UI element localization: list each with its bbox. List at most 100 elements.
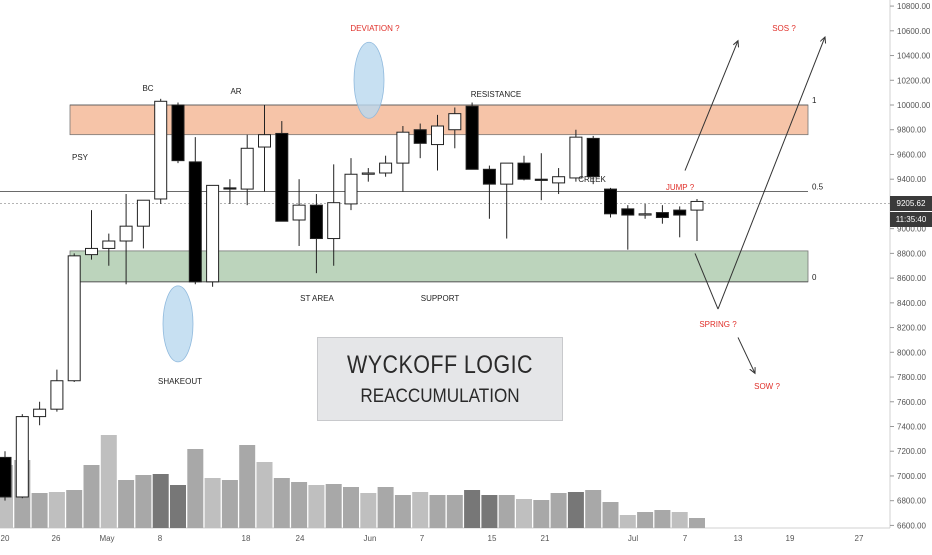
candle-body <box>223 187 237 190</box>
candle-body <box>413 129 427 144</box>
x-tick-label: 21 <box>541 534 550 543</box>
y-tick-label: 8200.00 <box>897 324 926 333</box>
volume-bar <box>118 480 135 528</box>
annotation-label: JUMP ? <box>666 183 695 192</box>
volume-bar <box>429 495 446 528</box>
volume-bar <box>516 499 532 528</box>
volume-bar <box>48 492 65 528</box>
spring-down-line <box>694 253 719 310</box>
volume-bar <box>671 512 688 528</box>
x-tick-label: 8 <box>158 534 163 543</box>
volume-bar <box>273 478 290 528</box>
candle-body <box>552 176 566 184</box>
candle-body <box>188 161 202 283</box>
annotation-label: CREEK <box>578 175 606 184</box>
volume-bar <box>343 487 359 528</box>
annotation-label: DEVIATION ? <box>350 24 400 33</box>
candle-body <box>361 172 375 175</box>
annotation-label: SHAKEOUT <box>158 377 202 386</box>
volume-bar <box>585 490 602 528</box>
chart-subtitle: REACCUMULATION <box>360 386 520 407</box>
x-tick-label: 24 <box>296 534 305 543</box>
annotation-label: SPRING ? <box>699 320 737 329</box>
volume-bar <box>689 518 705 528</box>
x-tick-label: May <box>99 534 114 543</box>
x-tick-label: 26 <box>52 534 61 543</box>
volume-bar <box>239 445 256 528</box>
volume-bar <box>152 474 169 528</box>
y-tick-label: 6800.00 <box>897 497 926 506</box>
annotation-label: RESISTANCE <box>471 90 522 99</box>
volume-bar <box>377 487 394 528</box>
level-label-bottom: 0 <box>812 273 817 282</box>
y-tick-label: 7200.00 <box>897 447 926 456</box>
jump-arrow <box>684 41 738 171</box>
candle-body <box>534 178 548 181</box>
candle-body <box>275 132 289 222</box>
volume-bar <box>66 490 83 528</box>
candle-body <box>517 162 531 180</box>
candle-body <box>102 240 116 249</box>
candle-body <box>67 255 81 382</box>
candle-body <box>327 202 341 240</box>
annotation-label: SOS ? <box>772 24 796 33</box>
annotation-label: PSY <box>72 153 89 162</box>
candle-body <box>448 113 462 131</box>
volume-bar <box>31 493 48 528</box>
candle-body <box>638 213 652 216</box>
candle-body <box>136 199 150 227</box>
volume-bar <box>256 462 273 528</box>
volume-bar <box>654 510 671 528</box>
volume-bar <box>100 435 117 528</box>
x-tick-label: 20 <box>1 534 10 543</box>
level-label-mid: 0.5 <box>812 183 824 192</box>
volume-bar <box>619 515 636 528</box>
chart-title: WYCKOFF LOGIC <box>347 351 533 379</box>
level-label-top: 1 <box>812 96 817 105</box>
candle-body <box>206 184 220 283</box>
candle-body <box>604 188 617 215</box>
candle-body <box>0 456 12 498</box>
volume-bar <box>291 482 308 528</box>
y-tick-label: 10800.00 <box>897 2 931 11</box>
x-tick-label: 15 <box>488 534 497 543</box>
volume-bar <box>567 492 584 528</box>
volume-bar <box>325 484 342 528</box>
x-tick-label: 7 <box>683 534 688 543</box>
volume-bar <box>498 495 515 528</box>
y-tick-label: 8400.00 <box>897 299 926 308</box>
candle-body <box>569 136 583 179</box>
x-tick-label: Jul <box>628 534 638 543</box>
x-tick-label: 13 <box>734 534 743 543</box>
y-tick-label: 7000.00 <box>897 472 926 481</box>
candle-body <box>655 212 669 219</box>
annotation-label: BC <box>142 84 153 93</box>
y-tick-label: 8600.00 <box>897 274 926 283</box>
volume-bar <box>412 492 429 528</box>
annotation-label: ST AREA <box>300 294 334 303</box>
volume-bar <box>204 478 221 528</box>
title-box: WYCKOFF LOGIC REACCUMULATION <box>317 337 563 421</box>
volume-bar <box>187 449 204 528</box>
candle-body <box>171 104 185 162</box>
y-tick-label: 7400.00 <box>897 422 926 431</box>
annotation-label: SUPPORT <box>421 294 460 303</box>
y-tick-label: 6600.00 <box>897 521 926 530</box>
y-tick-label: 7600.00 <box>897 398 926 407</box>
volume-bar <box>637 512 654 528</box>
candle-body <box>621 208 635 216</box>
volume-bar <box>170 485 186 528</box>
x-tick-label: 19 <box>786 534 795 543</box>
candle-body <box>119 225 133 242</box>
volume-bar <box>221 480 238 528</box>
candle-body <box>33 408 47 418</box>
x-tick-label: 7 <box>420 534 425 543</box>
volume-bar <box>360 493 377 528</box>
candle-body <box>154 100 168 200</box>
candle-body <box>465 105 479 170</box>
x-tick-label: 18 <box>242 534 251 543</box>
candle-body <box>482 168 496 185</box>
candle-body <box>85 247 98 256</box>
